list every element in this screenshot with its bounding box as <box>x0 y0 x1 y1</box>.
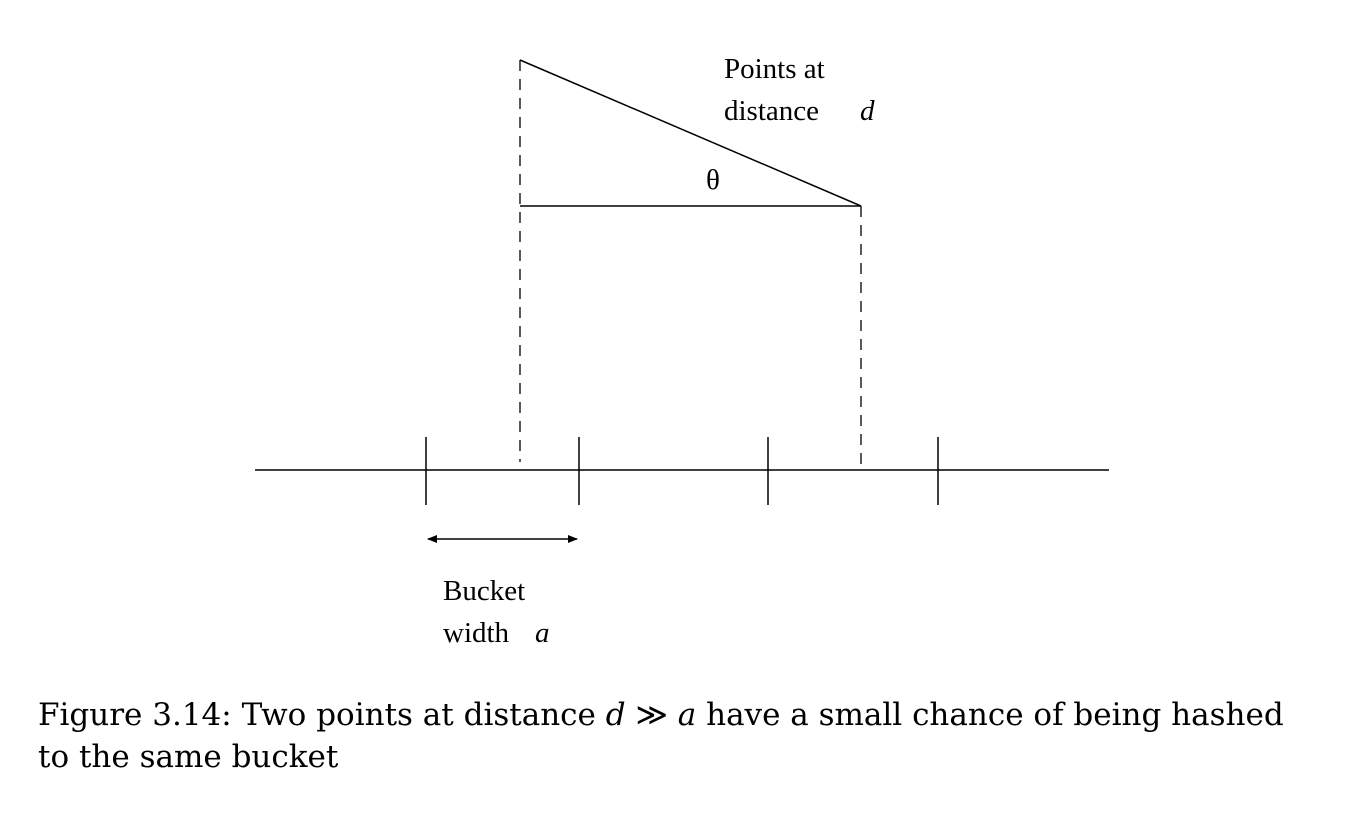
caption-symbol-d: d <box>605 697 626 733</box>
points-label-line2: distance <box>724 95 819 127</box>
caption-line2: to the same bucket <box>38 739 339 775</box>
caption-symbol-a: a <box>677 697 697 733</box>
figure-caption: Figure 3.14: Two points at distance d ≫ … <box>38 694 1338 778</box>
hashing-diagram: θ Points at distance d Bucket width a <box>255 53 1109 649</box>
bucket-label-line1: Bucket <box>443 575 525 607</box>
caption-suffix: have a small chance of being hashed <box>696 697 1284 733</box>
bucket-label-line2: width <box>443 617 510 649</box>
width-symbol: a <box>535 617 550 649</box>
caption-relation: ≫ <box>625 697 678 733</box>
caption-prefix: Figure 3.14: Two points at distance <box>38 697 606 733</box>
angle-label: θ <box>706 164 720 196</box>
points-segment <box>519 59 862 207</box>
distance-symbol: d <box>860 95 875 127</box>
points-label-line1: Points at <box>724 53 825 85</box>
